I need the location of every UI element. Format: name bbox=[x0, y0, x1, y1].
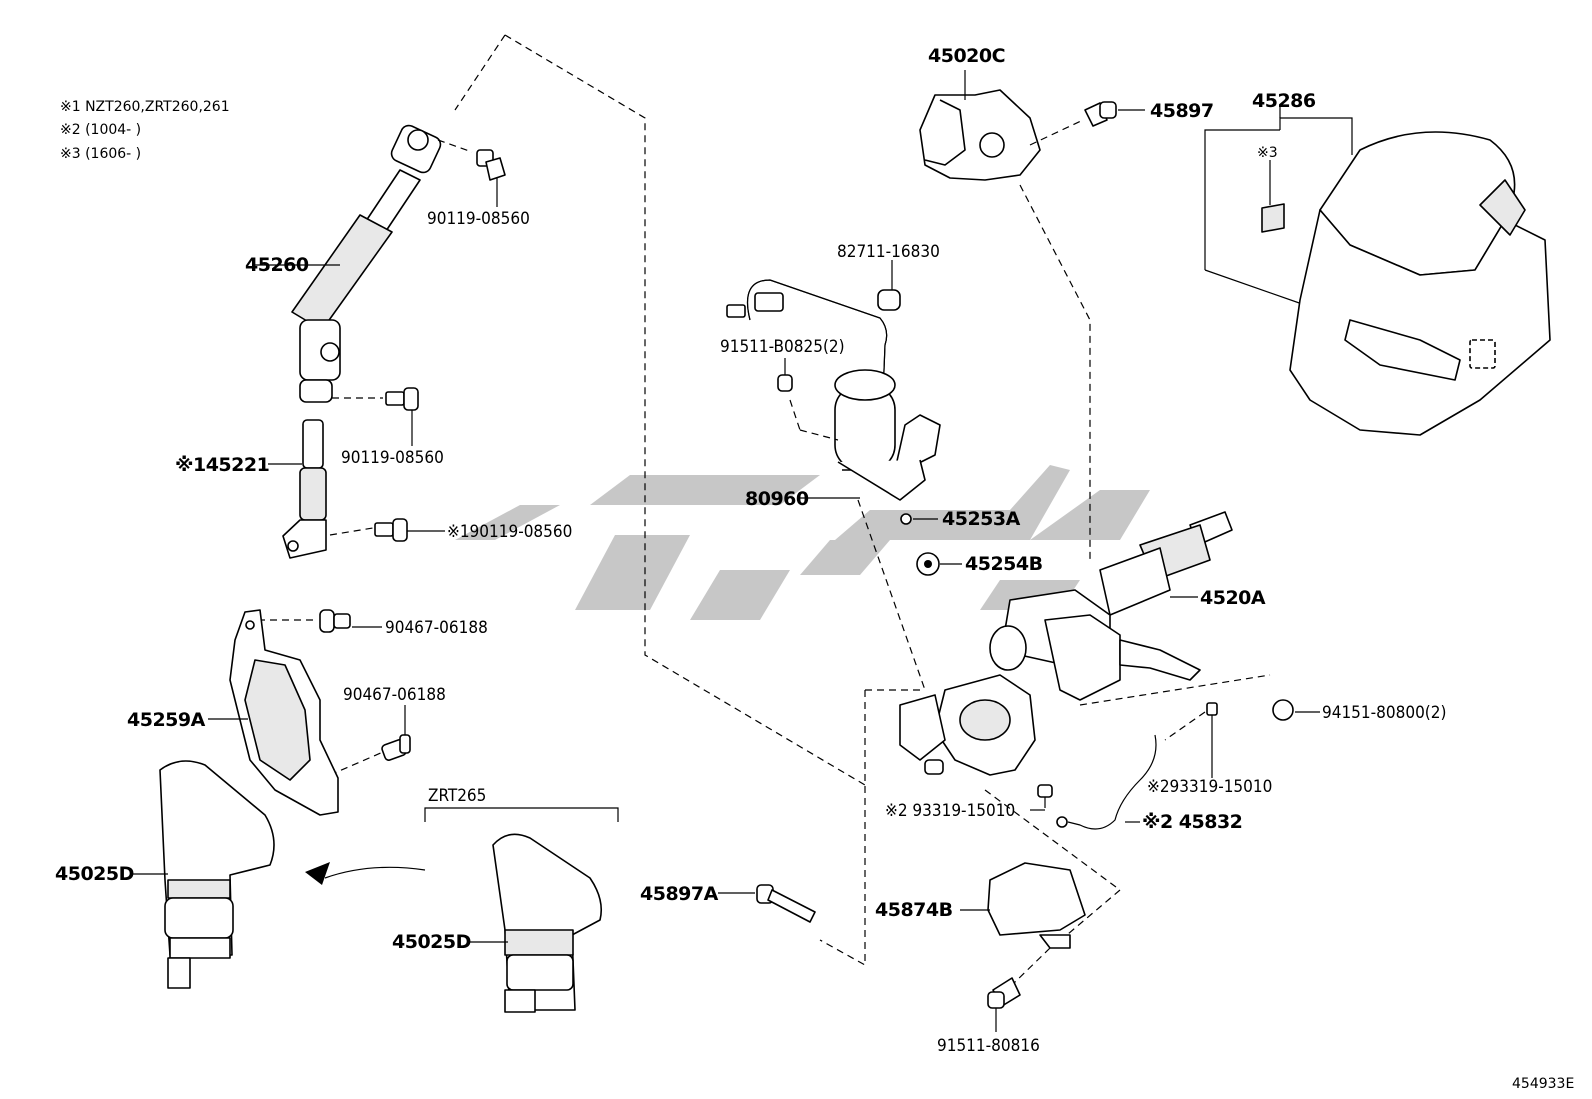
watermark-logo bbox=[455, 465, 1150, 620]
label-45832: ※2 45832 bbox=[1142, 811, 1242, 833]
label-93319-right: ※293319-15010 bbox=[1147, 777, 1272, 797]
dash-motor-column bbox=[857, 499, 926, 691]
note-3: ※3 (1606- ) bbox=[60, 146, 141, 162]
part-45254B bbox=[916, 552, 962, 576]
label-45025D-middle: 45025D bbox=[392, 931, 471, 953]
label-45874B: 45874B bbox=[875, 899, 953, 921]
motor-80960 bbox=[726, 279, 941, 501]
label-45897: 45897 bbox=[1150, 100, 1214, 122]
zrt265-bracket bbox=[424, 807, 619, 822]
label-45020C: 45020C bbox=[928, 45, 1005, 67]
nut-94151 bbox=[1272, 699, 1320, 721]
clip-90467-upper bbox=[258, 609, 382, 633]
label-45260: 45260 bbox=[245, 254, 309, 276]
clip-90467-lower bbox=[329, 705, 411, 776]
wire-45832 bbox=[1056, 734, 1157, 830]
label-90119-upper: 90119-08560 bbox=[427, 209, 530, 229]
intermediate-shaft-45260 bbox=[255, 124, 442, 403]
bolt-91511-upper bbox=[777, 358, 793, 392]
cover-45259A bbox=[208, 609, 339, 816]
bolt-90119-lower bbox=[329, 518, 445, 542]
bolt-45897 bbox=[1029, 101, 1145, 146]
label-91511-upper: 91511-B0825(2) bbox=[720, 337, 845, 357]
screw-93319-left bbox=[1030, 784, 1053, 811]
label-90119-lower: ※190119-08560 bbox=[447, 522, 572, 542]
label-note3: ※3 bbox=[1257, 145, 1278, 161]
column-cover-45286 bbox=[1204, 107, 1551, 436]
label-91511-lower: 91511-80816 bbox=[937, 1036, 1040, 1056]
label-45253A: 45253A bbox=[942, 508, 1021, 530]
screw-93319-right bbox=[1164, 702, 1218, 778]
housing-45020C bbox=[919, 70, 1041, 181]
label-90467-lower: 90467-06188 bbox=[343, 685, 446, 705]
direction-arrow bbox=[305, 862, 426, 885]
dash-column-94151 bbox=[1079, 674, 1271, 706]
label-4520A: 4520A bbox=[1200, 587, 1266, 609]
label-93319-left: ※2 93319-15010 bbox=[885, 801, 1015, 821]
label-45259A: 45259A bbox=[127, 709, 206, 731]
label-90119-middle: 90119-08560 bbox=[341, 448, 444, 468]
variant-label: ZRT265 bbox=[428, 786, 486, 806]
note-2: ※2 (1004- ) bbox=[60, 122, 141, 138]
bolt-90119-middle bbox=[332, 387, 419, 446]
bolt-45897A bbox=[718, 884, 816, 923]
label-80960: 80960 bbox=[745, 488, 809, 510]
cover-45874B bbox=[960, 862, 1086, 949]
bolt-91511-lower bbox=[987, 947, 1051, 1032]
part-45253A bbox=[900, 513, 938, 525]
clip-82711 bbox=[877, 260, 901, 311]
diagram-id: 454933E bbox=[1512, 1076, 1574, 1092]
label-82711: 82711-16830 bbox=[837, 242, 940, 262]
steering-column-4520A bbox=[899, 511, 1233, 776]
shaft-45221 bbox=[268, 419, 327, 559]
boot-45025D-left bbox=[133, 760, 275, 989]
label-45254B: 45254B bbox=[965, 553, 1043, 575]
bolt-90119-upper bbox=[437, 139, 506, 207]
label-45897A: 45897A bbox=[640, 883, 719, 905]
note-1: ※1 NZT260,ZRT260,261 bbox=[60, 99, 230, 115]
label-45221: ※145221 bbox=[175, 454, 269, 476]
label-90467-upper: 90467-06188 bbox=[385, 618, 488, 638]
label-94151: 94151-80800(2) bbox=[1322, 703, 1446, 723]
label-45025D-left: 45025D bbox=[55, 863, 134, 885]
label-45286: 45286 bbox=[1252, 90, 1316, 112]
assembly-boundary-dashed bbox=[454, 34, 1121, 967]
boot-45025D-middle bbox=[470, 833, 603, 1013]
